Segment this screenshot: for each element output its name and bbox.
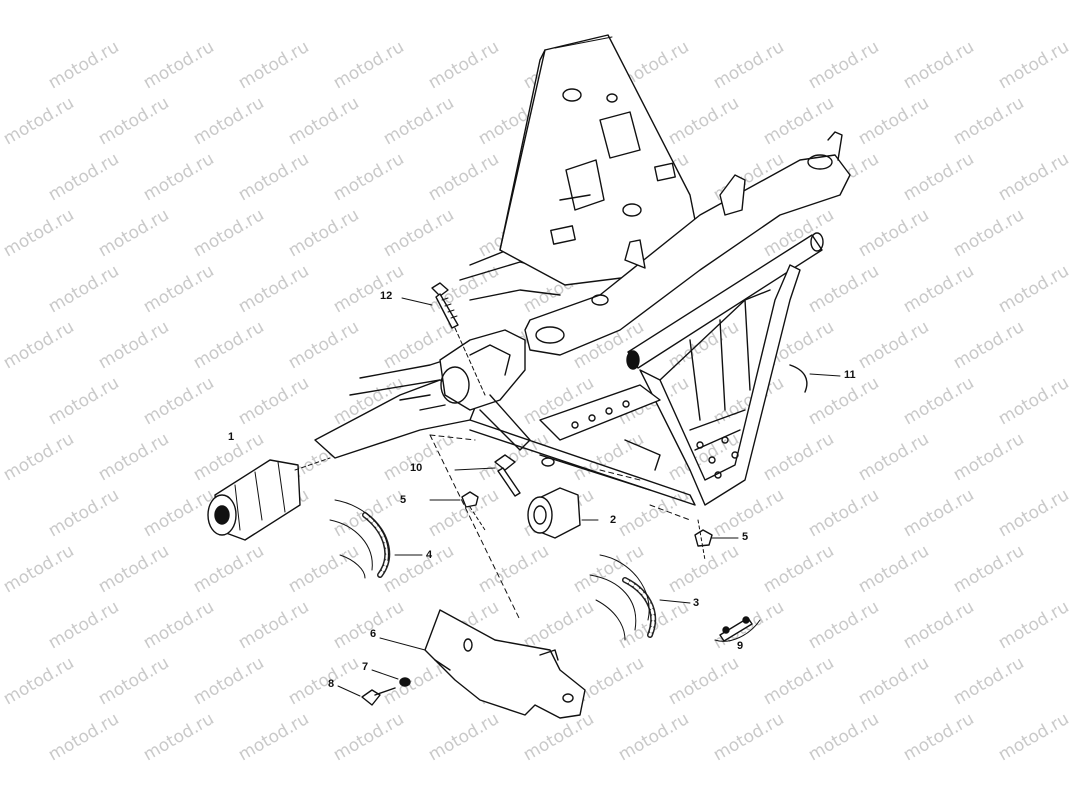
callout-10: 10 <box>410 462 423 474</box>
bulkhead-plate <box>499 34 706 286</box>
callout-2: 2 <box>610 514 617 526</box>
callout-3: 3 <box>693 597 700 609</box>
part-8-bolt <box>337 685 396 706</box>
part-5-nut-right <box>694 519 739 561</box>
ski-mount-bracket <box>314 329 531 459</box>
part-11-clip <box>789 364 841 393</box>
upper-cross-arm <box>524 131 851 356</box>
callout-12: 12 <box>380 290 393 302</box>
part-1-bushing <box>207 457 331 541</box>
bumper-tube <box>626 232 824 370</box>
callout-9: 9 <box>737 640 744 652</box>
part-2-roller <box>527 487 599 539</box>
part-6-cover-plate <box>379 609 586 719</box>
callout-6: 6 <box>370 628 377 640</box>
callout-8: 8 <box>328 678 335 690</box>
part-7-washer <box>371 669 411 687</box>
callout-4: 4 <box>426 549 433 561</box>
part-12-bolt <box>401 282 486 396</box>
lower-crossmember <box>469 384 696 506</box>
callout-7: 7 <box>362 661 369 673</box>
assembly-guide-lines <box>429 434 691 621</box>
part-4-chain <box>329 499 423 579</box>
callout-5-left: 5 <box>400 494 407 506</box>
part-5-nut-left <box>429 491 486 531</box>
callout-1: 1 <box>228 431 235 443</box>
part-3-chain <box>589 554 691 641</box>
front-nose-cage <box>639 264 801 506</box>
callout-5-right: 5 <box>742 531 749 543</box>
callout-11: 11 <box>844 369 856 381</box>
part-9-link <box>714 616 761 642</box>
part-10-bolt <box>454 454 521 497</box>
